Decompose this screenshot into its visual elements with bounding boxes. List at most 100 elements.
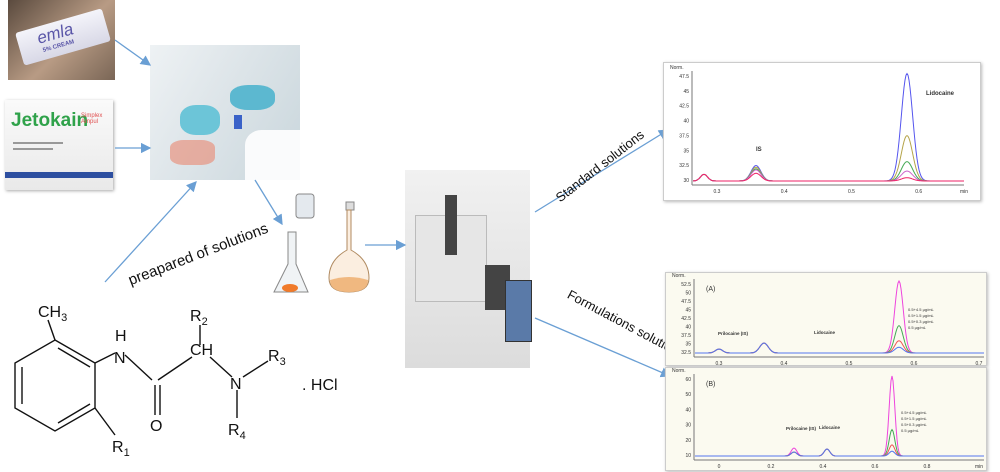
x-tick-label: 0.5: [848, 189, 855, 195]
volumetric-flasks: [273, 193, 370, 293]
r3-label: R: [268, 348, 280, 365]
panel-label: (B): [706, 381, 715, 388]
jetokain-subtitle: Simplex Ampul: [81, 113, 103, 125]
flask-amber-icon: [328, 201, 370, 293]
svg-text:R3: R3: [268, 348, 286, 368]
legend-entry: 0.5+0.3 µg/mL: [901, 422, 928, 427]
y-tick-label: 30: [683, 178, 689, 184]
flask-orange-icon: [273, 193, 315, 293]
legend-entry: 0.5+4.5 µg/mL: [908, 307, 935, 312]
x-tick-label: 0.6: [915, 189, 922, 195]
panel-label: (A): [706, 286, 715, 293]
y-tick-label: 40: [685, 407, 691, 413]
y-tick-label: 47.5: [681, 299, 691, 305]
legend-entry: 0.5 µg/mL: [901, 428, 920, 433]
y-tick-label: 35: [683, 148, 689, 154]
x-tick-label: 0.8: [924, 464, 931, 470]
x-tick-label: 0.4: [781, 189, 788, 195]
r3-subscript: 3: [280, 356, 286, 368]
chromatogram-trace: [693, 172, 964, 182]
chromatogram-trace: [695, 324, 984, 354]
chromatogram-trace: [695, 448, 984, 457]
svg-text:CH3: CH3: [38, 304, 67, 324]
r1-label: R: [112, 439, 124, 456]
gas-chromatograph-photo: [405, 170, 532, 368]
x-tick-label: 0.4: [781, 361, 788, 365]
arrow-emla-to-lab: [114, 39, 152, 66]
chromatogram-trace: [693, 72, 964, 182]
arrow-structure-to-lab: [104, 181, 197, 283]
r4-label: R: [228, 422, 240, 439]
r1-subscript: 1: [124, 447, 130, 459]
y-tick-label: 42.5: [679, 104, 689, 110]
chromatogram-trace: [695, 340, 984, 354]
chromatogram-trace: [695, 342, 984, 354]
lidocaine-peak-label: Lidocaine: [814, 330, 836, 335]
chromatogram-trace: [693, 134, 964, 182]
y-tick-label: 45: [683, 89, 689, 95]
arrow-lab-to-flasks: [254, 179, 283, 226]
y-tick-label: 40: [683, 119, 689, 125]
y-tick-label: 42.5: [681, 316, 691, 322]
ch3-subscript: 3: [61, 312, 67, 324]
svg-text:R2: R2: [190, 308, 208, 328]
arrow-gc-to-formulations: [534, 317, 672, 378]
y-tick-label: 37.5: [679, 133, 689, 139]
r2-label: R: [190, 308, 202, 325]
y-tick-label: 47.5: [679, 74, 689, 80]
x-tick-label: 0: [718, 464, 721, 470]
x-tick-label: 0.7: [976, 361, 983, 365]
lidocaine-structure: CH3 N H O CH R2 N R3 R4 R1 . HCl: [14, 304, 338, 459]
lidocaine-peak-label: Lidocaine: [819, 425, 841, 430]
lidocaine-peak-label: Lidocaine: [926, 91, 955, 97]
y-tick-label: 37.5: [681, 333, 691, 339]
x-tick-label: 0.6: [872, 464, 879, 470]
r4-subscript: 4: [240, 430, 246, 442]
hcl-label: . HCl: [302, 377, 338, 394]
x-tick-label: 0.3: [716, 361, 723, 365]
chromatogram-trace: [695, 279, 984, 354]
legend-entry: 0.5+0.3 µg/mL: [908, 319, 935, 324]
x-tick-label: 0.5: [846, 361, 853, 365]
y-tick-label: 50: [685, 392, 691, 398]
y-tick-label: 35: [685, 342, 691, 348]
svg-text:R4: R4: [228, 422, 246, 442]
r2-subscript: 2: [202, 316, 208, 328]
y-axis-label: Norm.: [672, 368, 686, 374]
y-tick-label: 60: [685, 377, 691, 383]
chromatogram-trace: [693, 161, 964, 182]
jetokain-brand: Jetokain: [11, 110, 89, 131]
svg-text:R1: R1: [112, 439, 130, 459]
chromatogram-trace: [695, 428, 984, 457]
arrow-gc-to-standard: [534, 129, 670, 213]
y-tick-label: 32.5: [681, 350, 691, 356]
nh-n-label: N: [114, 350, 126, 367]
y-axis-label: Norm.: [670, 65, 684, 71]
x-tick-label: 0.4: [820, 464, 827, 470]
ch3-label: CH: [38, 304, 61, 321]
y-tick-label: 20: [685, 438, 691, 444]
y-tick-label: 50: [685, 291, 691, 297]
y-tick-label: 30: [685, 423, 691, 429]
y-tick-label: 45: [685, 308, 691, 314]
amine-n-label: N: [230, 376, 242, 393]
chromatogram-trace: [695, 444, 984, 457]
emla-cream-photo: emla 5% CREAM: [8, 0, 115, 80]
oxygen-label: O: [150, 418, 162, 435]
prilocaine-peak-label: Prilocaine (IS): [718, 331, 749, 336]
x-tick-label: 0.6: [911, 361, 918, 365]
y-tick-label: 10: [685, 453, 691, 459]
legend-entry: 0.5+4.5 µg/mL: [901, 410, 928, 415]
legend-entry: 0.5+1.5 µg/mL: [908, 313, 935, 318]
is-peak-label: IS: [756, 147, 762, 153]
jetokain-box-photo: Jetokain Simplex Ampul: [5, 100, 113, 190]
x-axis-label: min: [960, 189, 968, 195]
nh-h-label: H: [115, 328, 127, 345]
chromatogram-trace: [695, 375, 984, 457]
laboratory-photo: [150, 45, 300, 180]
prilocaine-peak-label: Prilocaine (IS): [786, 426, 817, 431]
